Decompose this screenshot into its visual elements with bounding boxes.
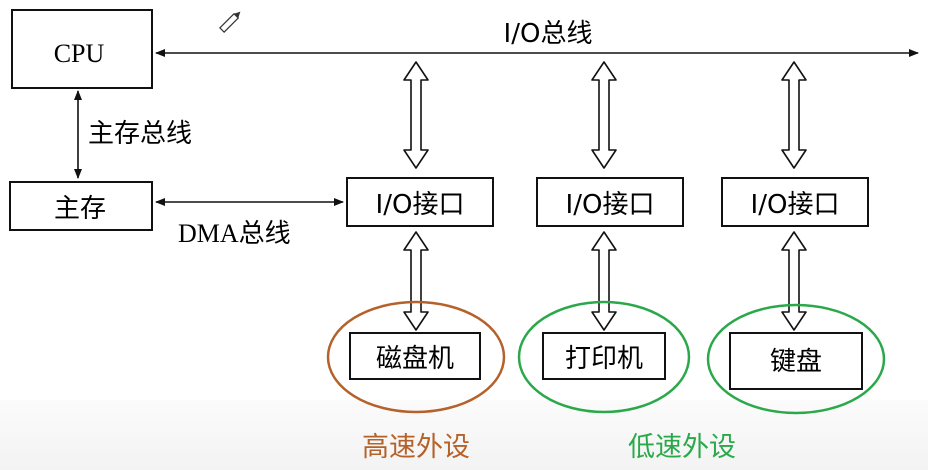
bus-to-interface-arrow-2 (591, 61, 617, 169)
high-speed-label: 高速外设 (362, 432, 470, 463)
io-bus: I/O总线 (155, 19, 919, 57)
io-interface-3-label: I/O接口 (751, 190, 840, 220)
io-interface-3: I/O接口 (721, 177, 869, 227)
low-speed-group-ellipse-1 (517, 300, 691, 414)
main-memory-node: 主存 (9, 181, 153, 231)
interface-to-device-arrow-2 (591, 231, 617, 331)
memory-bus: 主存总线 (74, 90, 192, 179)
disk-node: 磁盘机 (349, 332, 481, 380)
cpu-label: CPU (54, 39, 105, 68)
printer-label: 打印机 (565, 344, 643, 374)
keyboard-node: 键盘 (729, 332, 863, 390)
keyboard-label: 键盘 (770, 347, 822, 377)
low-speed-label: 低速外设 (628, 432, 736, 463)
io-interface-2: I/O接口 (536, 177, 684, 227)
dma-bus: DMA总线 (155, 198, 344, 248)
pencil-icon (219, 11, 241, 33)
bus-to-interface-arrow-1 (403, 61, 429, 169)
interface-to-device-arrow-1 (403, 231, 429, 331)
main-memory-label: 主存 (54, 194, 106, 224)
interface-to-device-arrow-3 (781, 231, 807, 331)
low-speed-group-ellipse-2 (706, 303, 886, 415)
disk-label: 磁盘机 (376, 344, 454, 374)
memory-bus-label: 主存总线 (88, 119, 192, 149)
dma-bus-label: DMA总线 (178, 219, 291, 248)
io-bus-label: I/O总线 (504, 19, 593, 49)
printer-node: 打印机 (542, 332, 666, 380)
bus-to-interface-arrow-3 (781, 61, 807, 169)
io-interface-1-label: I/O接口 (376, 190, 465, 220)
cpu-node: CPU (11, 9, 153, 89)
high-speed-group-ellipse (326, 300, 506, 414)
io-interface-1: I/O接口 (346, 177, 494, 227)
io-interface-2-label: I/O接口 (566, 190, 655, 220)
